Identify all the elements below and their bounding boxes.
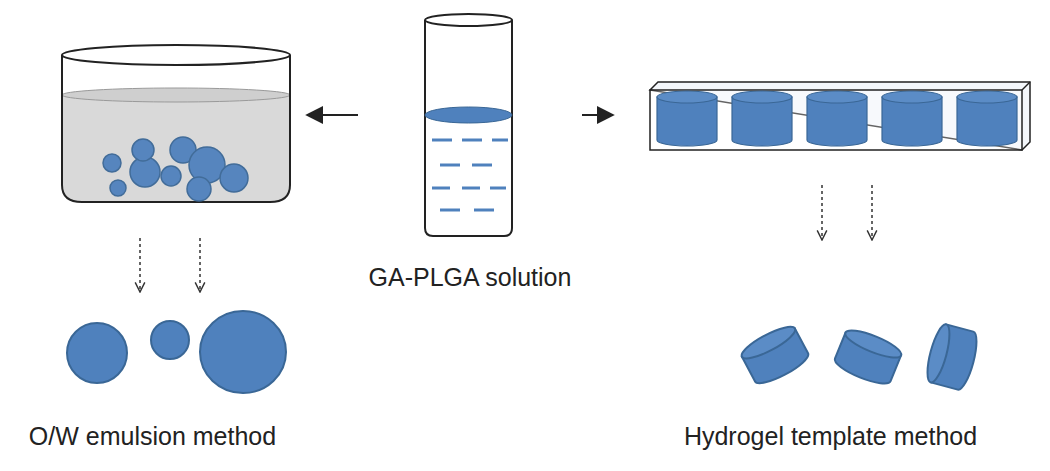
solution-tube: GA-PLGA solution xyxy=(360,18,580,300)
microspheres xyxy=(67,311,286,393)
template-cylinders xyxy=(657,91,1017,146)
petri-dish xyxy=(62,45,290,202)
flow-arrow xyxy=(582,114,613,116)
microcylinders xyxy=(738,321,981,391)
method-panel: Hydrogel template method xyxy=(615,30,1046,455)
caption-label: GA-PLGA solution xyxy=(369,262,572,292)
flow-arrow xyxy=(307,114,358,116)
hydrogel-template xyxy=(650,82,1030,150)
caption-label: Hydrogel template method xyxy=(684,421,977,451)
caption-label: O/W emulsion method xyxy=(29,421,276,451)
emulsion-droplets xyxy=(103,137,248,201)
method-panel: O/W emulsion method xyxy=(0,30,305,455)
test-tube xyxy=(425,14,512,236)
